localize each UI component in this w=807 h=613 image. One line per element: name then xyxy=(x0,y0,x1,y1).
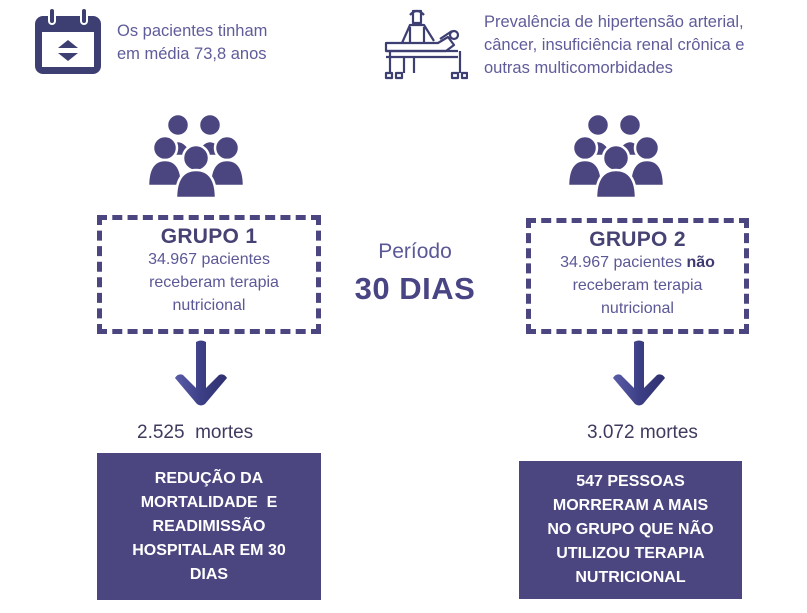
group-2-box: GRUPO 2 34.967 pacientes não receberam t… xyxy=(526,218,749,334)
result-line: REDUÇÃO DA xyxy=(154,469,264,487)
result-line: HOSPITALAR EM 30 xyxy=(132,541,286,559)
result-line: MORTALIDADE E xyxy=(140,493,278,511)
age-stat-text: Os pacientes tinham em média 73,8 anos xyxy=(117,20,267,66)
result-line: NUTRICIONAL xyxy=(575,569,686,586)
down-arrow-icon xyxy=(609,340,669,410)
calendar-icon xyxy=(33,6,103,76)
group-2-deaths: 3.072 mortes xyxy=(587,422,698,443)
group-2-description: 34.967 pacientes não receberam terapia n… xyxy=(531,251,744,320)
comorbidities-text: Prevalência de hipertensão arterial, cân… xyxy=(484,11,744,80)
group-2-title: GRUPO 2 xyxy=(589,228,686,251)
people-group-icon xyxy=(148,112,244,198)
age-stat-line1: Os pacientes tinham xyxy=(117,22,268,40)
patient-bed-icon xyxy=(380,5,468,80)
group-1-deaths: 2.525 mortes xyxy=(137,422,254,443)
group-2-desc-prefix: 34.967 pacientes xyxy=(560,254,687,271)
down-arrow-icon xyxy=(171,340,231,410)
group-1-desc-line1: 34.967 pacientes xyxy=(148,251,270,268)
result-line: UTILIZOU TERAPIA xyxy=(556,545,705,562)
group-2-desc-line2: receberam terapia xyxy=(572,277,703,294)
group-2-desc-line1: 34.967 pacientes não xyxy=(531,251,744,274)
period-value: 30 DIAS xyxy=(354,271,476,306)
group-1-title: GRUPO 1 xyxy=(160,225,258,248)
comorbidities-line3: outras multicomorbidades xyxy=(484,59,673,77)
result-line: 547 PESSOAS xyxy=(576,473,685,490)
result-line: READIMISSÃO xyxy=(152,517,266,535)
group-1-box: GRUPO 1 34.967 pacientes receberam terap… xyxy=(97,215,321,334)
group-2-result-box: 547 PESSOAS MORRERAM A MAIS NO GRUPO QUE… xyxy=(519,461,742,599)
group-1-desc-line2: receberam terapia xyxy=(149,274,279,291)
age-stat-line2: em média 73,8 anos xyxy=(117,45,267,63)
result-line: DIAS xyxy=(189,565,229,583)
group-2-desc-line3: nutricional xyxy=(601,300,674,317)
period-label: Período xyxy=(378,240,452,263)
people-group-icon xyxy=(568,112,664,198)
group-1-description: 34.967 pacientes receberam terapia nutri… xyxy=(102,248,316,317)
group-1-result-box: REDUÇÃO DA MORTALIDADE E READIMISSÃO HOS… xyxy=(97,453,321,600)
group-1-desc-line3: nutricional xyxy=(172,297,246,314)
result-line: MORRERAM A MAIS xyxy=(552,497,709,514)
comorbidities-line2: câncer, insuficiência renal crônica e xyxy=(484,36,745,54)
group-2-desc-negation: não xyxy=(686,254,715,271)
result-line: NO GRUPO QUE NÃO xyxy=(547,521,714,538)
group-1-result-text: REDUÇÃO DA MORTALIDADE E READIMISSÃO HOS… xyxy=(132,467,286,587)
group-2-result-text: 547 PESSOAS MORRERAM A MAIS NO GRUPO QUE… xyxy=(547,470,713,590)
comorbidities-line1: Prevalência de hipertensão arterial, xyxy=(484,13,744,31)
